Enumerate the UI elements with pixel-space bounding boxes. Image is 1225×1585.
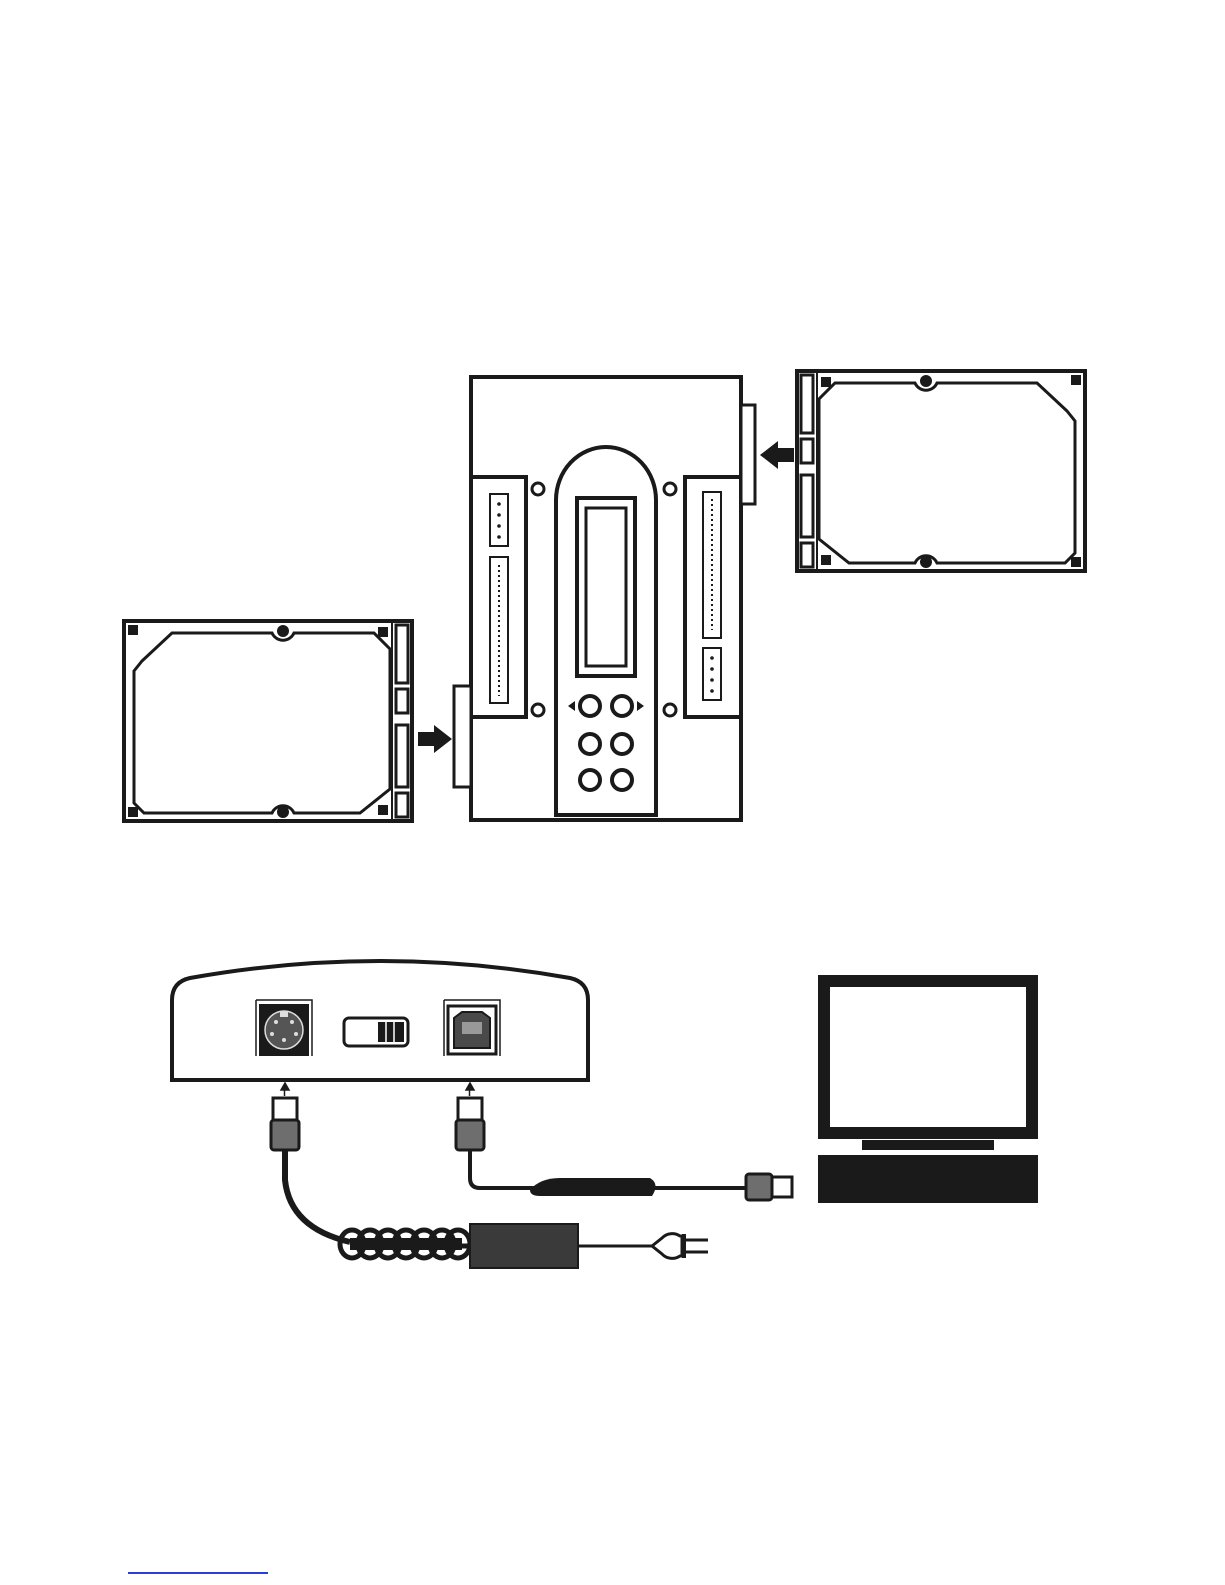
docking-station-icon — [454, 377, 755, 820]
insert-arrow-icon — [418, 725, 452, 753]
hard-drive-left-icon — [124, 621, 412, 821]
power-port-icon — [256, 1000, 312, 1056]
connection-panel — [172, 961, 1038, 1268]
insert-arrow-icon — [760, 441, 794, 469]
ac-plug-icon — [652, 1234, 708, 1259]
power-switch-icon — [344, 1018, 408, 1046]
hard-drive-right-icon — [797, 371, 1085, 571]
usb-cable-icon — [456, 1098, 792, 1200]
computer-icon — [818, 975, 1038, 1203]
usb-b-port-icon — [444, 1000, 500, 1056]
footer-link-underline — [128, 1572, 268, 1574]
docking-panel — [124, 371, 1085, 821]
dock-rear-panel-icon — [172, 961, 588, 1096]
